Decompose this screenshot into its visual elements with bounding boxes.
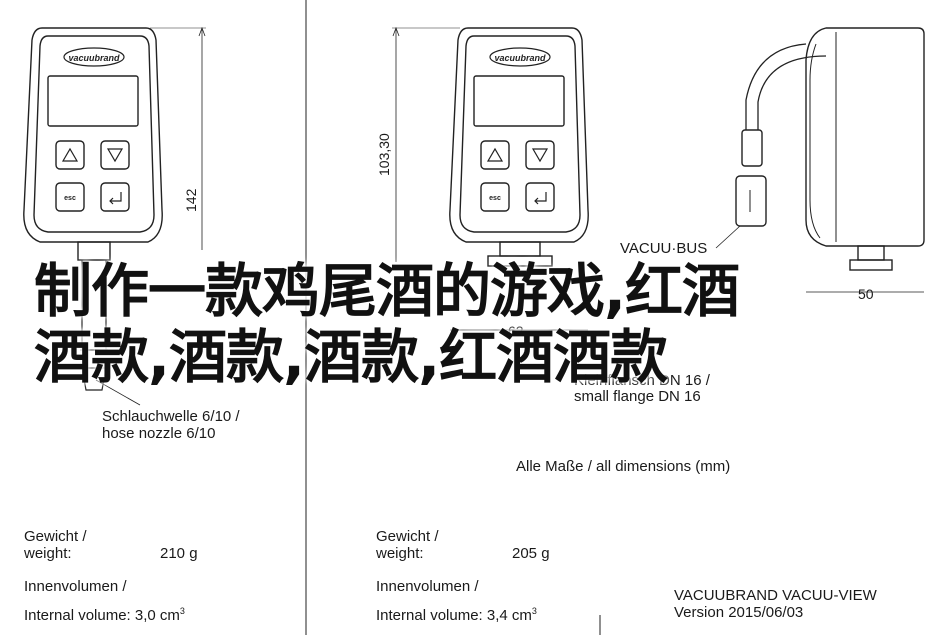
esc-label: esc <box>64 195 76 202</box>
esc-button <box>55 182 85 212</box>
display-screen <box>473 75 565 127</box>
right-volume-de: Innenvolumen / <box>376 578 479 595</box>
hose-nozzle-tip <box>80 349 108 391</box>
callout-flange-en: small flange DN 16 <box>574 388 701 405</box>
display-screen <box>47 75 139 127</box>
callout-vacuu-bus: VACUU·BUS <box>620 240 708 257</box>
left-weight-value: 210 g <box>160 545 198 562</box>
hose-nozzle-base <box>77 241 111 261</box>
brand-logo-oval <box>63 47 125 67</box>
enter-arrow-icon <box>534 192 547 205</box>
up-triangle-icon <box>61 147 79 162</box>
up-button <box>480 140 510 170</box>
version-date: Version 2015/06/03 <box>674 604 804 621</box>
esc-button <box>480 182 510 212</box>
dim-label-103: 103,30 <box>376 133 392 176</box>
bus-plug <box>741 129 763 167</box>
small-flange <box>487 255 553 267</box>
down-button <box>100 140 130 170</box>
left-weight-de: Gewicht / <box>24 528 87 545</box>
brand-logo-text: vacuubrand <box>494 53 546 63</box>
up-triangle-icon <box>486 147 504 162</box>
right-weight-en: weight: <box>376 545 424 562</box>
left-volume-en: Internal volume: 3,0 cm3 <box>24 606 185 624</box>
enter-arrow-icon <box>109 192 122 205</box>
right-volume-en: Internal volume: 3,4 cm3 <box>376 606 537 624</box>
esc-label: esc <box>489 195 501 202</box>
left-volume-de: Innenvolumen / <box>24 578 127 595</box>
up-button <box>55 140 85 170</box>
dim-label-50: 50 <box>858 286 874 302</box>
device-middle: vacuubrand esc <box>392 26 589 331</box>
bus-cable <box>745 43 807 130</box>
product-name: VACUUBRAND VACUU-VIEW <box>674 587 877 604</box>
enter-button <box>100 182 130 212</box>
units-note: Alle Maße / all dimensions (mm) <box>516 458 731 475</box>
overlay-line-1: 制作一款鸡尾酒的游戏,红酒 <box>34 257 740 325</box>
callout-hose-de: Schlauchwelle 6/10 / <box>102 408 240 425</box>
right-weight-value: 205 g <box>512 545 550 562</box>
enter-button <box>525 182 555 212</box>
overlay-line-2: 酒款,酒款,酒款,红酒酒款 <box>34 323 668 391</box>
down-triangle-icon <box>106 148 124 163</box>
brand-logo-text: vacuubrand <box>68 53 120 63</box>
right-weight-de: Gewicht / <box>376 528 439 545</box>
brand-logo-oval <box>489 47 551 67</box>
down-button <box>525 140 555 170</box>
flange-neck <box>499 241 541 257</box>
left-weight-en: weight: <box>24 545 72 562</box>
dim-label-142: 142 <box>183 188 199 212</box>
down-triangle-icon <box>531 148 549 163</box>
overlay-headline: 制作一款鸡尾酒的游戏,红酒 酒款,酒款,酒款,红酒酒款 <box>34 258 914 390</box>
device-side-view <box>715 27 925 293</box>
callout-flange-de: Kleinflansch DN 16 / <box>574 372 710 389</box>
device-left: vacuubrand esc <box>23 26 206 406</box>
bus-connector <box>735 175 767 227</box>
callout-hose-en: hose nozzle 6/10 <box>102 425 216 442</box>
dim-label-62: 62 <box>508 323 524 339</box>
